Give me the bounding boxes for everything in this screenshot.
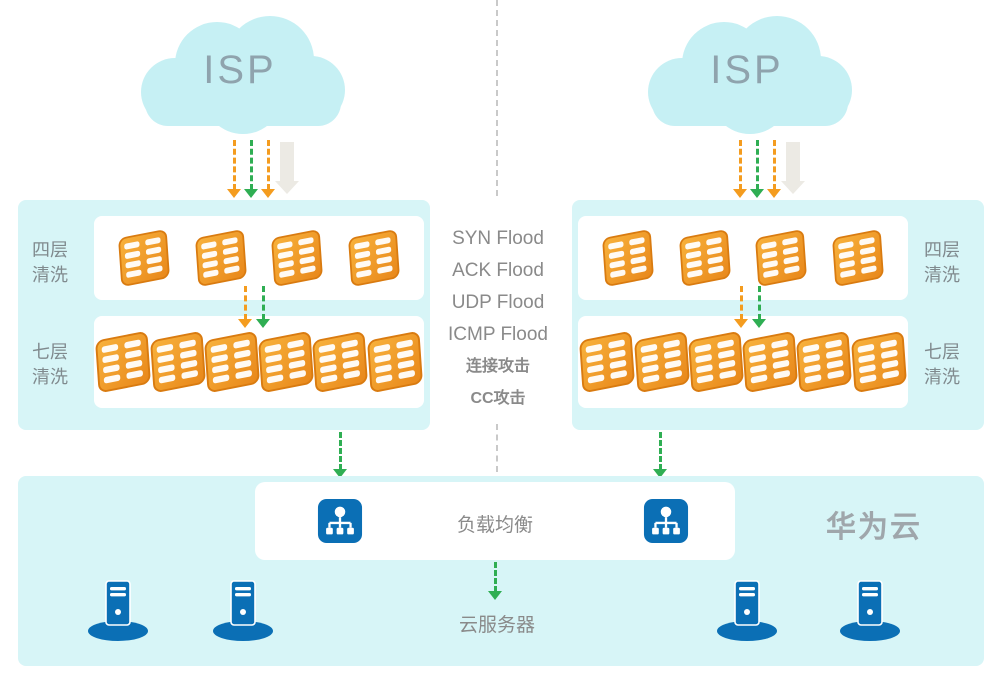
cleaning-device-icon xyxy=(346,227,401,289)
center-divider-top xyxy=(496,0,498,196)
cloud-server-icon xyxy=(207,578,279,644)
cloud-server-icon xyxy=(82,578,154,644)
cleaning-device-icon xyxy=(202,329,261,396)
cleaning-device-icon xyxy=(270,227,325,289)
layer7-line2: 清洗 xyxy=(924,367,960,387)
layer7-line1: 七层 xyxy=(32,342,68,362)
layer4-line1: 四层 xyxy=(924,240,960,260)
layer7-line2: 清洗 xyxy=(32,367,68,387)
cleaning-panel-left: 四层 清洗 七层 清洗 xyxy=(18,200,430,430)
load-balancer-band: 负载均衡 xyxy=(255,482,735,560)
attack-label: 连接攻击 xyxy=(465,358,530,375)
cleaning-device-icon xyxy=(740,329,799,396)
huawei-cloud-title: 华为云 xyxy=(826,511,922,544)
layer4-line2: 清洗 xyxy=(924,265,960,285)
isp-cloud-right: ISP xyxy=(622,10,872,138)
attack-label: ICMP Flood xyxy=(448,324,548,345)
cleaning-device-icon xyxy=(365,329,424,396)
cloud-server-label: 云服务器 xyxy=(458,615,535,636)
cleaning-device-icon xyxy=(795,329,854,396)
cleaning-device-icon xyxy=(311,329,370,396)
cleaning-device-icon xyxy=(117,227,172,289)
huawei-cloud-zone: 负载均衡 华为云 云服务器 xyxy=(18,476,984,666)
layer4-device-row xyxy=(578,216,908,300)
cleaning-device-icon xyxy=(601,227,656,289)
cleaning-panel-right: 四层 清洗 七层 清洗 xyxy=(572,200,984,430)
layer4-label: 四层 清洗 xyxy=(924,238,982,288)
cleaning-device-icon xyxy=(686,329,745,396)
layer4-label: 四层 清洗 xyxy=(32,238,90,288)
layer7-device-row xyxy=(578,316,908,408)
cloud-server-icon xyxy=(834,578,906,644)
wide-arrow-pale xyxy=(781,142,805,194)
cleaning-device-icon xyxy=(677,227,732,289)
layer7-line1: 七层 xyxy=(924,342,960,362)
cleaning-device-icon xyxy=(578,329,637,396)
layer4-line2: 清洗 xyxy=(32,265,68,285)
layer7-label: 七层 清洗 xyxy=(924,340,982,390)
attack-label: ACK Flood xyxy=(452,260,544,281)
load-balancer-label: 负载均衡 xyxy=(456,515,533,536)
attack-type-list: SYN Flood ACK Flood UDP Flood ICMP Flood… xyxy=(420,228,576,410)
isp-cloud-left: ISP xyxy=(115,10,365,138)
cleaning-device-icon xyxy=(148,329,207,396)
center-divider-bottom xyxy=(496,424,498,472)
cleaning-device-icon xyxy=(754,227,809,289)
wide-arrow-pale xyxy=(275,142,299,194)
layer4-line1: 四层 xyxy=(32,240,68,260)
cleaning-device-icon xyxy=(830,227,885,289)
isp-label-left: ISP xyxy=(203,48,277,92)
layer4-device-row xyxy=(94,216,424,300)
load-balancer-icon xyxy=(643,498,689,544)
attack-label: SYN Flood xyxy=(452,228,544,249)
cleaning-device-icon xyxy=(632,329,691,396)
attack-label: CC攻击 xyxy=(470,390,526,407)
cleaning-device-icon xyxy=(193,227,248,289)
layer7-label: 七层 清洗 xyxy=(32,340,90,390)
cleaning-device-icon xyxy=(256,329,315,396)
attack-label: UDP Flood xyxy=(451,292,545,313)
cloud-server-icon xyxy=(711,578,783,644)
layer7-device-row xyxy=(94,316,424,408)
isp-label-right: ISP xyxy=(710,48,784,92)
cleaning-device-icon xyxy=(94,329,153,396)
cleaning-device-icon xyxy=(849,329,908,396)
